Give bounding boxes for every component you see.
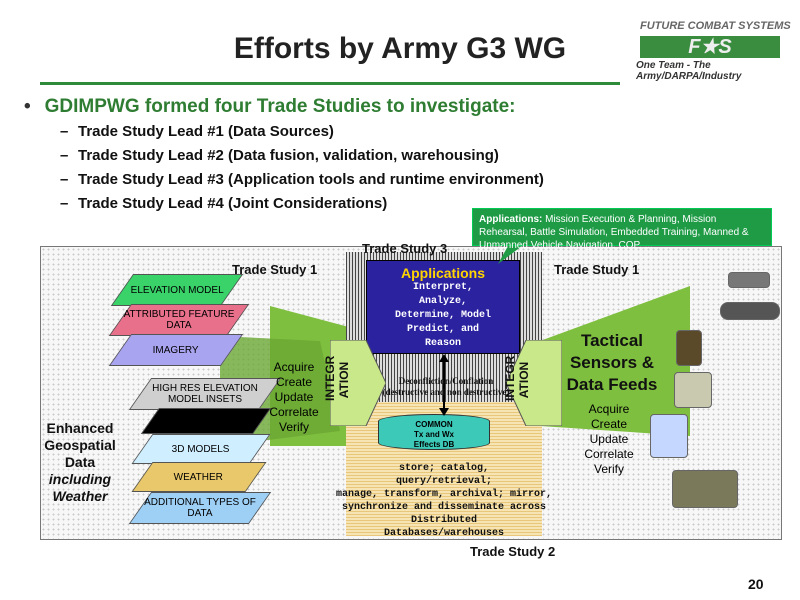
helicopter-icon <box>720 302 780 320</box>
main-bullet-text: GDIMPWG formed four Trade Studies to inv… <box>44 96 516 117</box>
computer-terminal-icon <box>650 414 688 458</box>
trade-study-1-left: Trade Study 1 <box>232 262 318 277</box>
logo-caption: FUTURE COMBAT SYSTEMS <box>640 20 791 32</box>
applications-box: Applications Interpret, Analyze, Determi… <box>366 260 520 354</box>
layer-3d-models: 3D MODELS <box>131 434 271 464</box>
tank-icon <box>672 470 738 508</box>
layer-high-res-elevation: HIGH RES ELEVATION MODEL INSETS <box>128 378 282 410</box>
sub-bullet: –Trade Study Lead #2 (Data fusion, valid… <box>60 147 499 164</box>
trade-study-3: Trade Study 3 <box>362 241 448 256</box>
layer-elevation-model: ELEVATION MODEL <box>110 274 244 306</box>
page-title: Efforts by Army G3 WG <box>233 32 567 65</box>
integration-left-arrow <box>330 340 386 426</box>
integration-left-label: INTEGR ATION <box>323 355 351 401</box>
app-note-pointer <box>498 246 522 264</box>
sub-bullet: –Trade Study Lead #4 (Joint Consideratio… <box>60 195 388 212</box>
sub-bullet-text: Trade Study Lead #1 (Data Sources) <box>78 123 334 140</box>
layer-additional-types: ADDITIONAL TYPES OF DATA <box>128 492 272 524</box>
svg-text:F★S: F★S <box>688 36 732 58</box>
soldier-icon <box>676 330 702 366</box>
sub-bullet: –Trade Study Lead #1 (Data Sources) <box>60 123 334 140</box>
integration-right-label: INTEGR ATION <box>503 355 531 401</box>
layer-weather: WEATHER <box>131 462 267 492</box>
sub-bullet-text: Trade Study Lead #3 (Application tools a… <box>78 171 544 188</box>
applications-note: Applications: Mission Execution & Planni… <box>472 208 772 251</box>
sub-bullet-text: Trade Study Lead #4 (Joint Consideration… <box>78 195 388 212</box>
page-number: 20 <box>748 576 764 592</box>
deconfliction-label: Deconfliction/Conflation(destructive and… <box>382 376 510 397</box>
right-cone <box>540 286 690 436</box>
main-bullet: • GDIMPWG formed four Trade Studies to in… <box>24 96 515 118</box>
vehicle-sensor-icon <box>674 372 712 408</box>
trade-study-2: Trade Study 2 <box>470 544 556 559</box>
trade-study-1-right: Trade Study 1 <box>554 262 640 277</box>
bidirectional-arrow <box>439 354 449 416</box>
bullet-dot: • <box>24 96 31 117</box>
sub-bullet: –Trade Study Lead #3 (Application tools … <box>60 171 544 188</box>
logo-tagline: One Team - The Army/DARPA/Industry <box>636 60 742 82</box>
layer-attributed-feature-data: ATTRIBUTED FEATURE DATA <box>108 304 250 336</box>
layer-imagery: IMAGERY <box>108 334 244 366</box>
sub-bullet-text: Trade Study Lead #2 (Data fusion, valida… <box>78 147 499 164</box>
fcs-logo: F★S <box>640 36 780 58</box>
uav-icon <box>728 272 770 288</box>
database-text: store; catalog, query/retrieval; manage,… <box>335 463 553 539</box>
integration-right-arrow <box>506 340 562 426</box>
layer-black <box>140 408 272 434</box>
title-underline <box>40 82 620 85</box>
